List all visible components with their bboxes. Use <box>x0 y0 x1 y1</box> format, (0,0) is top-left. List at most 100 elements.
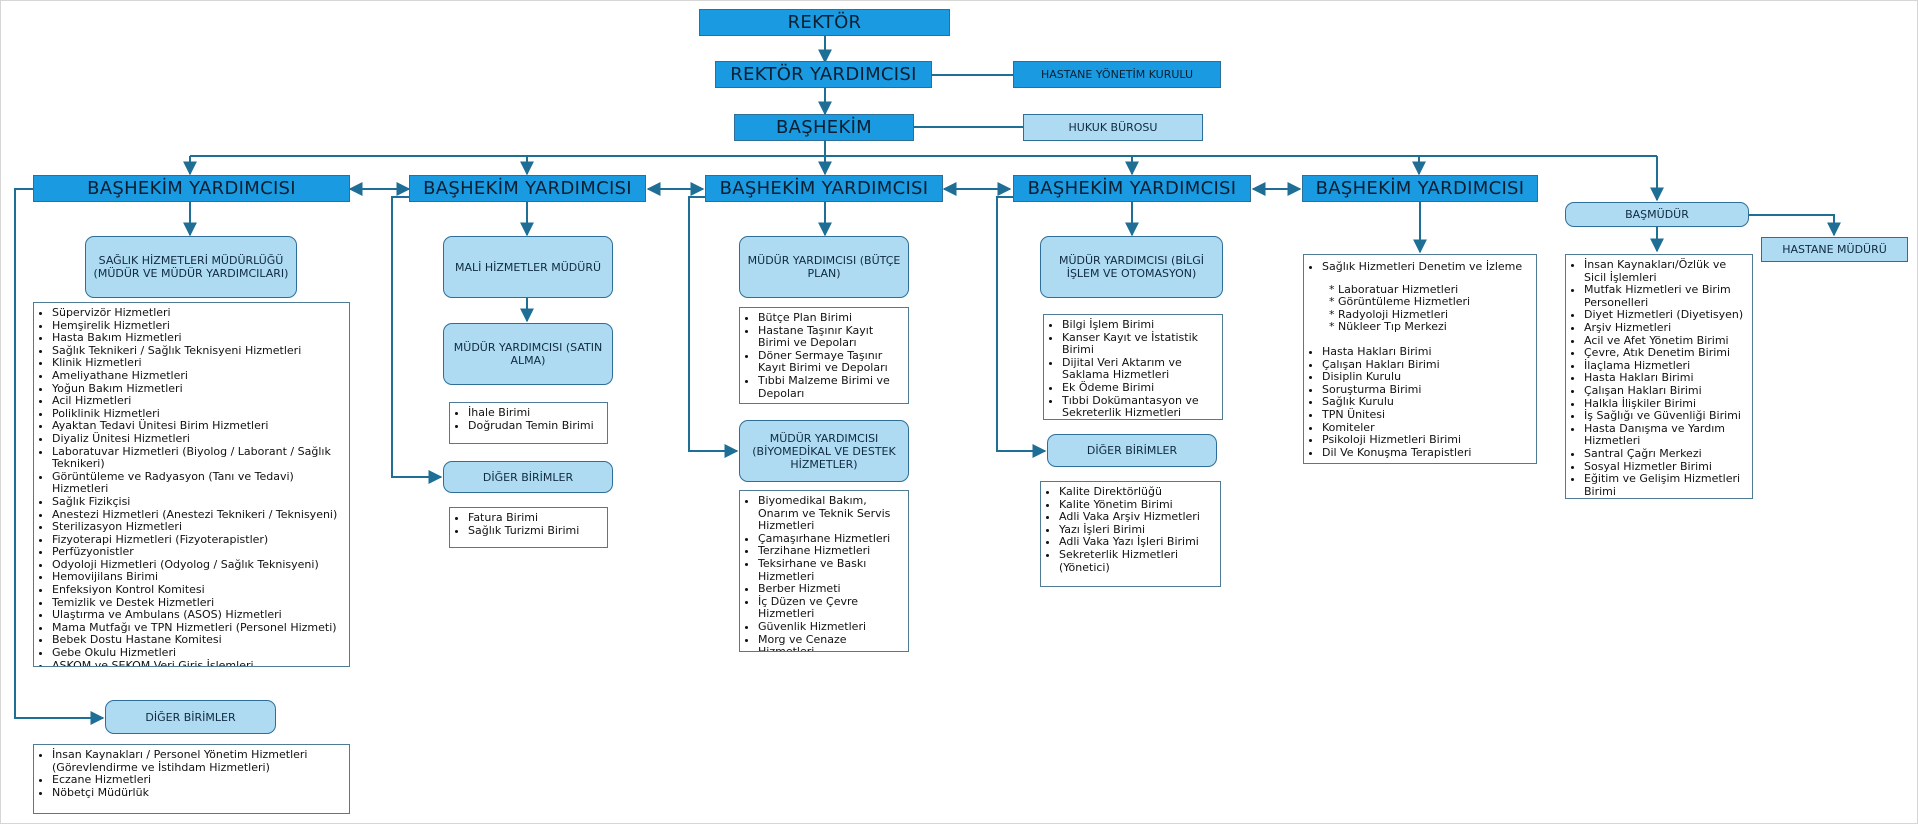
list-item: Halkla İlişkiler Birimi <box>1584 397 1749 411</box>
list-item: Sekreterlik Hizmetleri (Yönetici) <box>1059 548 1217 574</box>
list-item: Tıbbi Dokümantasyon ve Sekreterlik Hizme… <box>1062 394 1219 419</box>
list-item: Perfüzyonistler <box>52 546 346 559</box>
list-item: Komiteler <box>1322 421 1533 435</box>
list-item: Döner Sermaye Taşınır Kayıt Birimi ve De… <box>758 349 905 375</box>
list-item: Gebe Okulu Hizmetleri <box>52 646 346 660</box>
list-item: İç Düzen ve Çevre Hizmetleri <box>758 595 905 621</box>
sub-list-item: * Laboratuar Hizmetleri <box>1329 282 1459 296</box>
hukuk-burosu-box: HUKUK BÜROSU <box>1023 114 1203 141</box>
list-item: Hemovijilans Birimi <box>52 571 346 584</box>
list-item: Adli Vaka Yazı İşleri Birimi <box>1059 536 1217 549</box>
sub-list-item: * Görüntüleme Hizmetleri <box>1329 295 1471 309</box>
col4-diger-list: Kalite DirektörlüğüKalite Yönetim Birimi… <box>1040 481 1221 587</box>
list-item: İş Sağlığı ve Güvenliği Birimi <box>1584 410 1749 423</box>
list-item: Sağlık Hizmetleri Denetim ve İzleme <box>1322 260 1533 274</box>
satin-alma-list: İhale BirimiDoğrudan Temin Birimi <box>449 402 608 444</box>
list-item: Sterilizasyon Hizmetleri <box>52 520 346 534</box>
list-item: Teksirhane ve Baskı Hizmetleri <box>758 557 905 583</box>
list-item: Biyomedikal Bakım, Onarım ve Teknik Serv… <box>758 494 905 533</box>
list-item: Dil Ve Konuşma Terapistleri <box>1322 446 1533 460</box>
list-item: Klinik Hizmetleri <box>52 357 346 370</box>
list-item: Çamaşırhane Hizmetleri <box>758 532 905 546</box>
list-item: Hasta Hakları Birimi <box>1322 345 1533 359</box>
hastane-yonetim-kurulu-box: HASTANE YÖNETİM KURULU <box>1013 61 1221 88</box>
col1-diger-list: İnsan Kaynakları / Personel Yönetim Hizm… <box>33 744 350 814</box>
basmudur-box: BAŞMÜDÜR <box>1565 202 1749 227</box>
list-item: Kanser Kayıt ve İstatistik Birimi <box>1062 331 1219 357</box>
list-item: Ameliyathane Hizmetleri <box>52 369 346 383</box>
biyomedikal-box: MÜDÜR YARDIMCISI (BİYOMEDİKAL VE DESTEK … <box>739 420 909 482</box>
list-item: Arşiv Hizmetleri <box>1584 321 1749 335</box>
basmudur-list: İnsan Kaynakları/Özlük ve Sicil İşlemler… <box>1565 254 1753 499</box>
list-item: Anestezi Hizmetleri (Anestezi Teknikeri … <box>52 508 346 522</box>
list-item: Hasta Bakım Hizmetleri <box>52 332 346 345</box>
list-item: Bilgi İşlem Birimi <box>1062 318 1219 332</box>
col2-diger-birimler-box: DİĞER BİRİMLER <box>443 461 613 493</box>
rektor-box: REKTÖR <box>699 9 950 36</box>
saglik-hizmetleri-mudurlugu-box: SAĞLIK HİZMETLERİ MÜDÜRLÜĞÜ (MÜDÜR VE MÜ… <box>85 236 297 298</box>
list-item: Terzihane Hizmetleri <box>758 545 905 558</box>
list-item: Diyet Hizmetleri (Diyetisyen) <box>1584 309 1749 322</box>
list-item: Çalışan Hakları Birimi <box>1584 384 1749 398</box>
list-item: İlaçlama Hizmetleri <box>1584 359 1749 373</box>
col1-services-list: Süpervizör HizmetleriHemşirelik Hizmetle… <box>33 302 350 667</box>
list-item: Görüntüleme ve Radyasyon (Tanı ve Tedavi… <box>52 470 346 496</box>
col4-diger-birimler-box: DİĞER BİRİMLER <box>1047 434 1217 467</box>
list-item: Güvenlik Hizmetleri <box>758 620 905 634</box>
list-item: Odyoloji Hizmetleri (Odyolog / Sağlık Te… <box>52 558 346 572</box>
list-item: Sağlık Kurulu <box>1322 396 1533 409</box>
list-item: Bebek Dostu Hastane Komitesi <box>52 634 346 647</box>
list-item: Hasta Danışma ve Yardım Hizmetleri <box>1584 422 1749 448</box>
list-item: Diyaliz Ünitesi Hizmetleri <box>52 432 346 446</box>
biyomedikal-list: Biyomedikal Bakım, Onarım ve Teknik Serv… <box>739 490 909 652</box>
mali-hizmetler-muduru-box: MALİ HİZMETLER MÜDÜRÜ <box>443 236 613 298</box>
list-item: TPN Ünitesi <box>1322 408 1533 422</box>
list-item: Ek Ödeme Birimi <box>1062 381 1219 395</box>
list-item: Yazı İşleri Birimi <box>1059 523 1217 537</box>
butce-plan-box: MÜDÜR YARDIMCISI (BÜTÇE PLAN) <box>739 236 909 298</box>
bashekim-box: BAŞHEKİM <box>734 114 914 141</box>
list-item: Santral Çağrı Merkezi <box>1584 447 1749 461</box>
list-item: Çevre, Atık Denetim Birimi <box>1584 347 1749 360</box>
list-item: Hasta Hakları Birimi <box>1584 372 1749 385</box>
list-item: Ulaştırma ve Ambulans (ASOS) Hizmetleri <box>52 609 346 622</box>
col2-diger-list: Fatura BirimiSağlık Turizmi Birimi <box>449 507 608 548</box>
list-item: Kalite Direktörlüğü <box>1059 485 1217 499</box>
list-item: Morg ve Cenaze Hizmetleri <box>758 633 905 651</box>
list-item: İnsan Kaynakları/Özlük ve Sicil İşlemler… <box>1584 258 1749 284</box>
list-item: Soruşturma Birimi <box>1322 383 1533 397</box>
list-item: Sosyal Hizmetler Birimi <box>1584 460 1749 474</box>
col5-list: Sağlık Hizmetleri Denetim ve İzleme * La… <box>1303 254 1537 464</box>
list-item: Tıbbi Malzeme Birimi ve Depoları <box>758 374 905 400</box>
list-item: Acil ve Afet Yönetim Birimi <box>1584 334 1749 348</box>
hastane-muduru-box: HASTANE MÜDÜRÜ <box>1761 237 1908 262</box>
list-item: İhale Birimi <box>468 406 604 420</box>
list-item: Doğrudan Temin Birimi <box>468 419 604 433</box>
sub-list-item: * Nükleer Tıp Merkezi <box>1329 320 1447 334</box>
bashekim-yardimcisi-2: BAŞHEKİM YARDIMCISI <box>409 175 646 202</box>
bilgi-islem-list: Bilgi İşlem BirimiKanser Kayıt ve İstati… <box>1043 314 1223 420</box>
list-item: ASKOM ve SEKOM Veri Giriş İşlemleri <box>52 659 346 666</box>
list-item: Sağlık Turizmi Birimi <box>468 524 604 538</box>
list-item: Psikoloji Hizmetleri Birimi <box>1322 434 1533 447</box>
butce-plan-list: Bütçe Plan BirimiHastane Taşınır Kayıt B… <box>739 307 909 404</box>
rektor-yardimcisi-box: REKTÖR YARDIMCISI <box>715 61 932 88</box>
list-item: Fizyoterapi Hizmetleri (Fizyoterapistler… <box>52 533 346 547</box>
list-item: Ayaktan Tedavi Ünitesi Birim Hizmetleri <box>52 420 346 433</box>
satin-alma-box: MÜDÜR YARDIMCISI (SATIN ALMA) <box>443 323 613 385</box>
list-item: Mutfak Hizmetleri ve Birim Personelleri <box>1584 283 1749 309</box>
list-item: Çalışan Hakları Birimi <box>1322 358 1533 372</box>
sub-list-item: * Radyoloji Hizmetleri <box>1329 307 1449 321</box>
list-item: Enfeksiyon Kontrol Komitesi <box>52 583 346 597</box>
list-item: Disiplin Kurulu <box>1322 371 1533 384</box>
list-item: Temizlik ve Destek Hizmetleri <box>52 596 346 610</box>
bilgi-islem-box: MÜDÜR YARDIMCISI (BİLGİ İŞLEM VE OTOMASY… <box>1040 236 1223 298</box>
list-item: Kalite Yönetim Birimi <box>1059 498 1217 512</box>
list-item: Berber Hizmeti <box>758 583 905 596</box>
list-item: Sağlık Fizikçisi <box>52 495 346 509</box>
list-item: Bütçe Plan Birimi <box>758 311 905 325</box>
list-item: Acil Hizmetleri <box>52 395 346 408</box>
list-item: Sağlık Teknikeri / Sağlık Teknisyeni Hiz… <box>52 344 346 358</box>
list-item: Nöbetçi Müdürlük <box>52 786 346 800</box>
